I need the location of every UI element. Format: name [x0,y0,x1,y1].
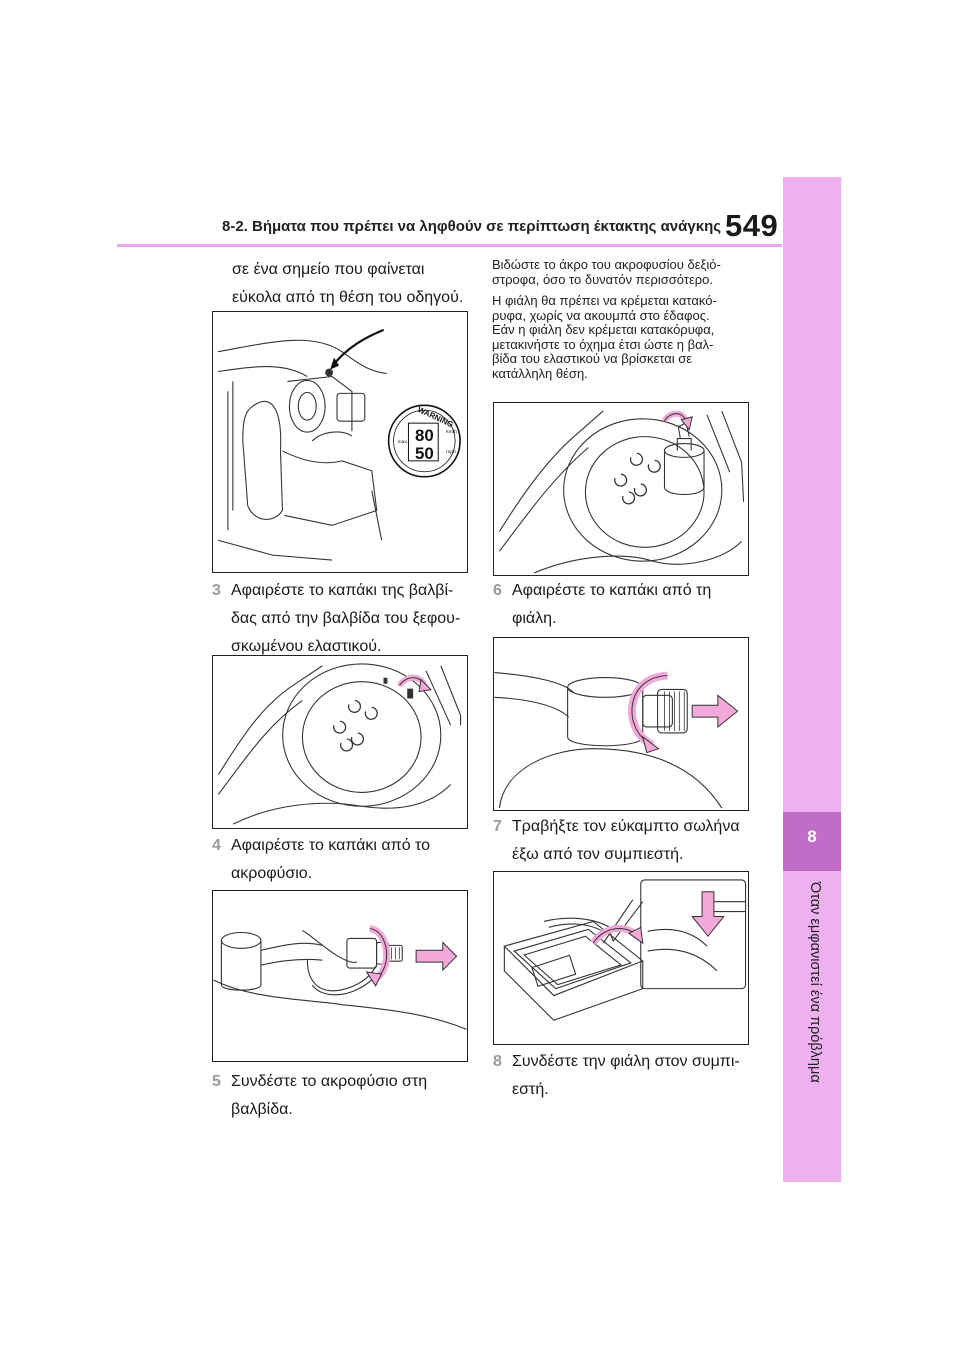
note-tighten: Βιδώστε το άκρο του ακροφυσίου δεξιό- στ… [492,257,721,287]
lead-line: εύκολα από τη θέση του οδηγού. [232,289,464,306]
note-line: Βιδώστε το άκρο του ακροφυσίου δεξιό- [492,257,721,272]
step-4: 4 Αφαιρέστε το καπάκι από το ακροφύσιο. [212,832,472,888]
step-line: βαλβίδα. [231,1101,293,1118]
note-line: Η φιάλη θα πρέπει να κρέμεται κατακό- [492,293,717,308]
header-divider [117,244,782,247]
step-5: 5 Συνδέστε το ακροφύσιο στη βαλβίδα. [212,1068,472,1124]
step-line: εστή. [512,1081,549,1098]
note-line: στροφα, όσο το δυνατόν περισσότερο. [492,271,713,287]
note-line: ρυφα, χωρίς να ακουμπά στο έδαφος. [492,307,710,323]
step-line: Αφαιρέστε το καπάκι από το [231,837,431,854]
step-line: ακροφύσιο. [231,865,313,882]
step-number: 6 [493,582,502,599]
step-6: 6 Αφαιρέστε το καπάκι από τη φιάλη. [493,577,753,633]
step-line: Αφαιρέστε το καπάκι της βαλβί- [231,582,454,599]
lead-paragraph: σε ένα σημείο που φαίνεται εύκολα από τη… [232,256,482,312]
car-interior-drawing: WARNING 80 50 km/h mph max. [217,328,461,561]
step-number: 4 [212,837,221,854]
step-line: Συνδέστε το ακροφύσιο στη [231,1073,428,1090]
step-line: Αφαιρέστε το καπάκι από τη [512,582,712,599]
section-title: 8-2. Βήματα που πρέπει να ληφθούν σε περ… [222,218,722,235]
note-line: Εάν η φιάλη δεν κρέμεται κατακόρυφα, [492,322,715,338]
note-line: κατάλληλη θέση. [492,365,588,381]
step-line: σκωμένου ελαστικού. [231,638,382,655]
step-line: δας από την βαλβίδα του ξεφου- [231,610,461,627]
step-number: 5 [212,1073,221,1090]
car-interior-illustration: WARNING 80 50 km/h mph max. [212,311,468,573]
sticker-speed-kmh: 80 [415,426,434,445]
step-number: 7 [493,818,502,835]
step-line: φιάλη. [512,610,557,627]
step-line: έξω από τον συμπιεστή. [512,846,684,863]
chapter-number-box: 8 [783,812,841,871]
note-line: βίδα του ελαστικού να βρίσκεται σε [492,351,693,367]
nozzle-drawing [213,925,467,1030]
note-hang: Η φιάλη θα πρέπει να κρέμεται κατακό- ρυ… [492,293,717,382]
bottle-valve-drawing [498,410,745,574]
sticker-speed-mph: 50 [415,444,434,463]
tire-valve-cap-illustration [212,655,468,829]
sticker-unit-kmh: km/h [446,429,457,435]
note-line: μετακινήστε το όχημα έτσι ώστε η βαλ- [492,336,714,352]
chapter-title: Όταν εμφανιστεί ένα πρόβλημα [807,882,823,1083]
sticker-unit-mph: mph [446,449,456,455]
chapter-side-tab [783,177,841,1182]
warning-sticker: WARNING 80 50 km/h mph max. [387,404,461,478]
compressor-drawing [503,879,747,1021]
sticker-max: max. [398,440,409,445]
step-number: 8 [493,1053,502,1070]
step-3: 3 Αφαιρέστε το καπάκι της βαλβί- δας από… [212,577,472,661]
step-line: Συνδέστε την φιάλη στον συμπι- [512,1053,740,1070]
step-8: 8 Συνδέστε την φιάλη στον συμπι- εστή. [493,1048,753,1104]
nozzle-cap-illustration [212,890,468,1062]
bottle-on-valve-illustration [493,402,749,576]
step-line: Τραβήξτε τον εύκαμπτο σωλήνα [512,818,740,835]
step-number: 3 [212,582,221,599]
chapter-number: 8 [807,827,817,846]
compressor-hose-illustration [493,871,749,1045]
bottle-cap-illustration [493,637,749,811]
page-number: 549 [725,208,779,243]
tire-valve-drawing [217,663,462,825]
lead-line: σε ένα σημείο που φαίνεται [232,261,425,278]
bottle-cap-drawing [494,671,739,809]
step-7: 7 Τραβήξτε τον εύκαμπτο σωλήνα έξω από τ… [493,813,753,869]
